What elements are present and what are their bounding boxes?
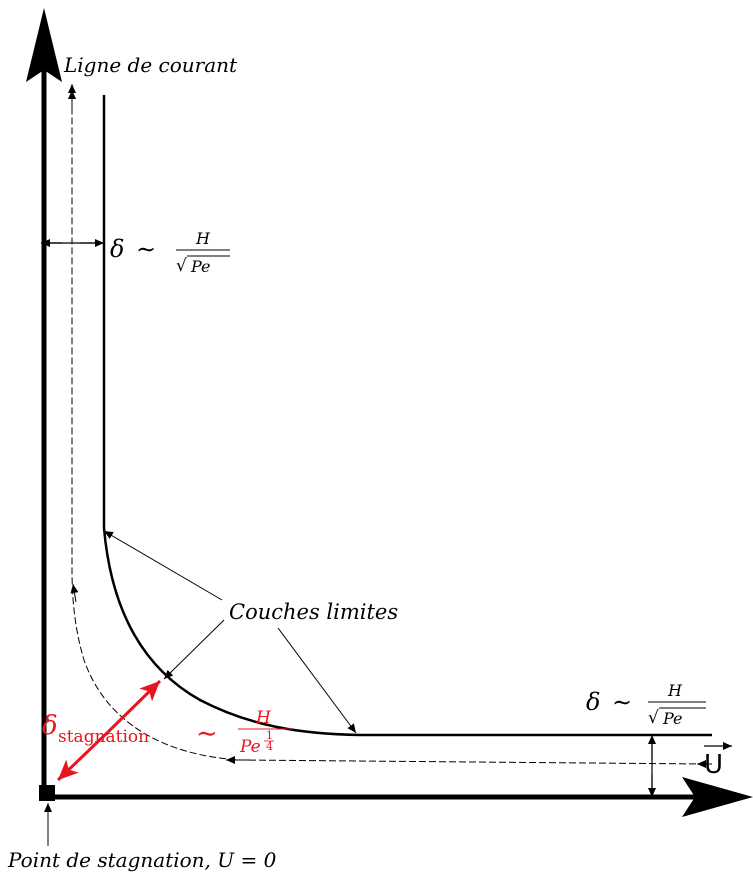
- horizontal-axis-arrowhead: [682, 777, 753, 817]
- velocity-label: U: [704, 750, 723, 780]
- stagnation-point-label: Point de stagnation, U = 0: [7, 848, 277, 872]
- svg-text:δ: δ: [42, 711, 58, 741]
- svg-text:H: H: [255, 708, 272, 728]
- vertical-axis-arrowhead: [26, 8, 62, 82]
- pointer-boundary-layer-corner: [163, 619, 225, 680]
- svg-text:∼: ∼: [196, 719, 218, 749]
- svg-text:√: √: [176, 256, 187, 276]
- stagnation-point-marker: [39, 785, 55, 801]
- svg-text:∼: ∼: [136, 235, 156, 263]
- svg-text:stagnation: stagnation: [58, 727, 149, 747]
- svg-text:1: 1: [266, 729, 273, 742]
- boundary-layer-edge: [102, 95, 712, 737]
- boundary-layers-label: Couches limites: [229, 600, 398, 624]
- stagnation-thickness-arrow-b: [106, 679, 162, 734]
- streamline-label: Ligne de courant: [63, 53, 238, 77]
- svg-text:H: H: [667, 681, 683, 700]
- streamline-path: [68, 90, 707, 765]
- svg-text:√: √: [648, 708, 659, 728]
- svg-text:∼: ∼: [612, 688, 632, 716]
- pointer-boundary-layer-vertical: [103, 530, 223, 601]
- formula-stagnation-thickness: δ stagnation ∼ H Pe 1 4: [42, 708, 292, 757]
- formula-vertical-thickness: δ ∼ H √ Pe: [110, 229, 230, 276]
- svg-text:δ: δ: [586, 688, 600, 716]
- svg-text:4: 4: [266, 740, 273, 753]
- svg-text:Pe: Pe: [239, 737, 261, 757]
- formula-horizontal-thickness: δ ∼ H √ Pe: [586, 681, 706, 728]
- svg-text:Pe: Pe: [190, 257, 211, 276]
- svg-text:Pe: Pe: [662, 709, 683, 728]
- svg-text:δ: δ: [110, 235, 124, 263]
- svg-text:H: H: [195, 229, 211, 248]
- pointer-boundary-layer-horizontal: [277, 627, 357, 734]
- streamline-corner-arrow: [70, 583, 79, 603]
- stagnation-thickness-arrow-a: [56, 730, 110, 782]
